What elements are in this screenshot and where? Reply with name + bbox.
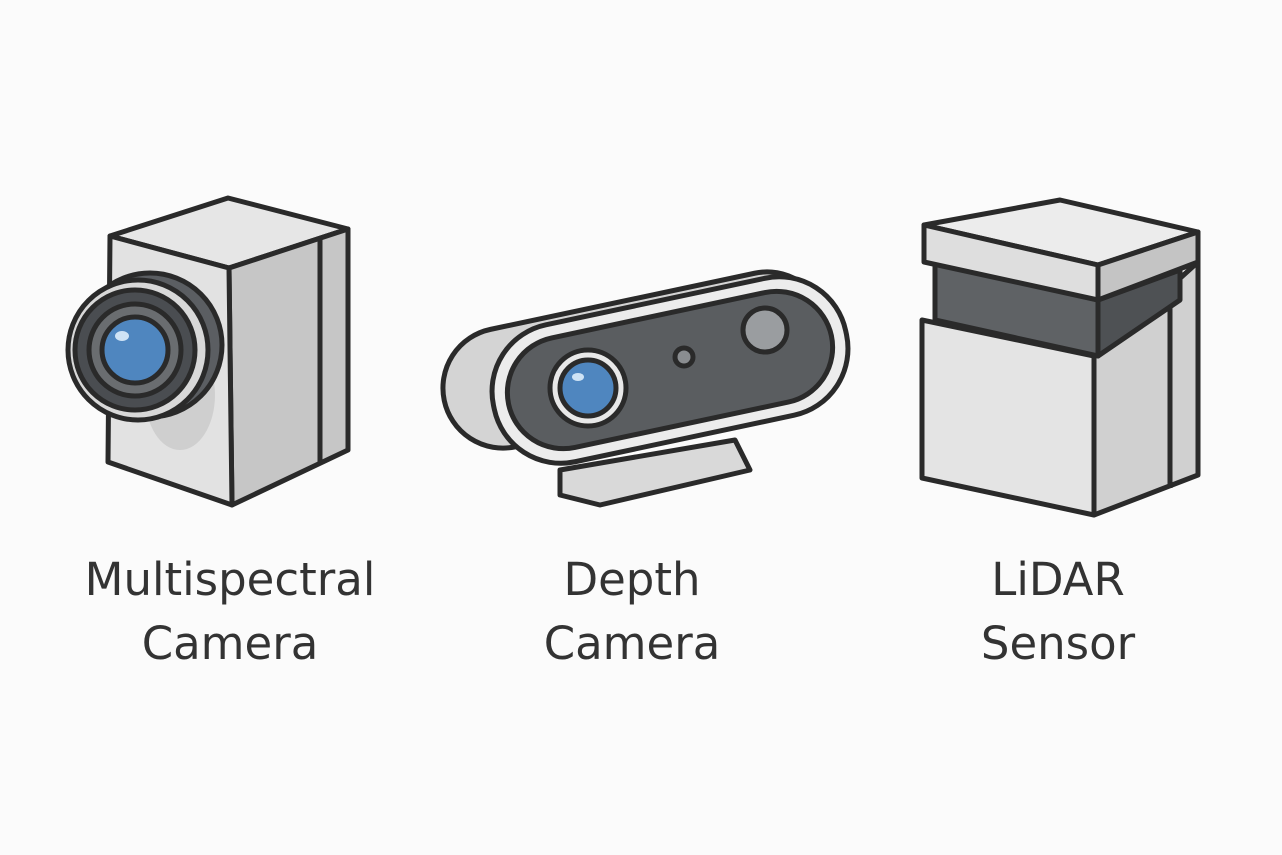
lidar-sensor-label: LiDAR Sensor xyxy=(878,548,1238,676)
multispectral-camera-icon xyxy=(65,195,351,508)
multispectral-camera-label: Multispectral Camera xyxy=(50,548,410,676)
label-line2: Camera xyxy=(141,617,319,670)
label-line1: LiDAR xyxy=(991,553,1125,606)
lidar-sensor-icon xyxy=(919,197,1201,518)
depth-camera-icon xyxy=(440,269,851,508)
label-line2: Sensor xyxy=(980,617,1136,670)
label-line1: Depth xyxy=(563,553,701,606)
label-line1: Multispectral xyxy=(84,553,376,606)
depth-camera-label: Depth Camera xyxy=(452,548,812,676)
label-line2: Camera xyxy=(543,617,721,670)
